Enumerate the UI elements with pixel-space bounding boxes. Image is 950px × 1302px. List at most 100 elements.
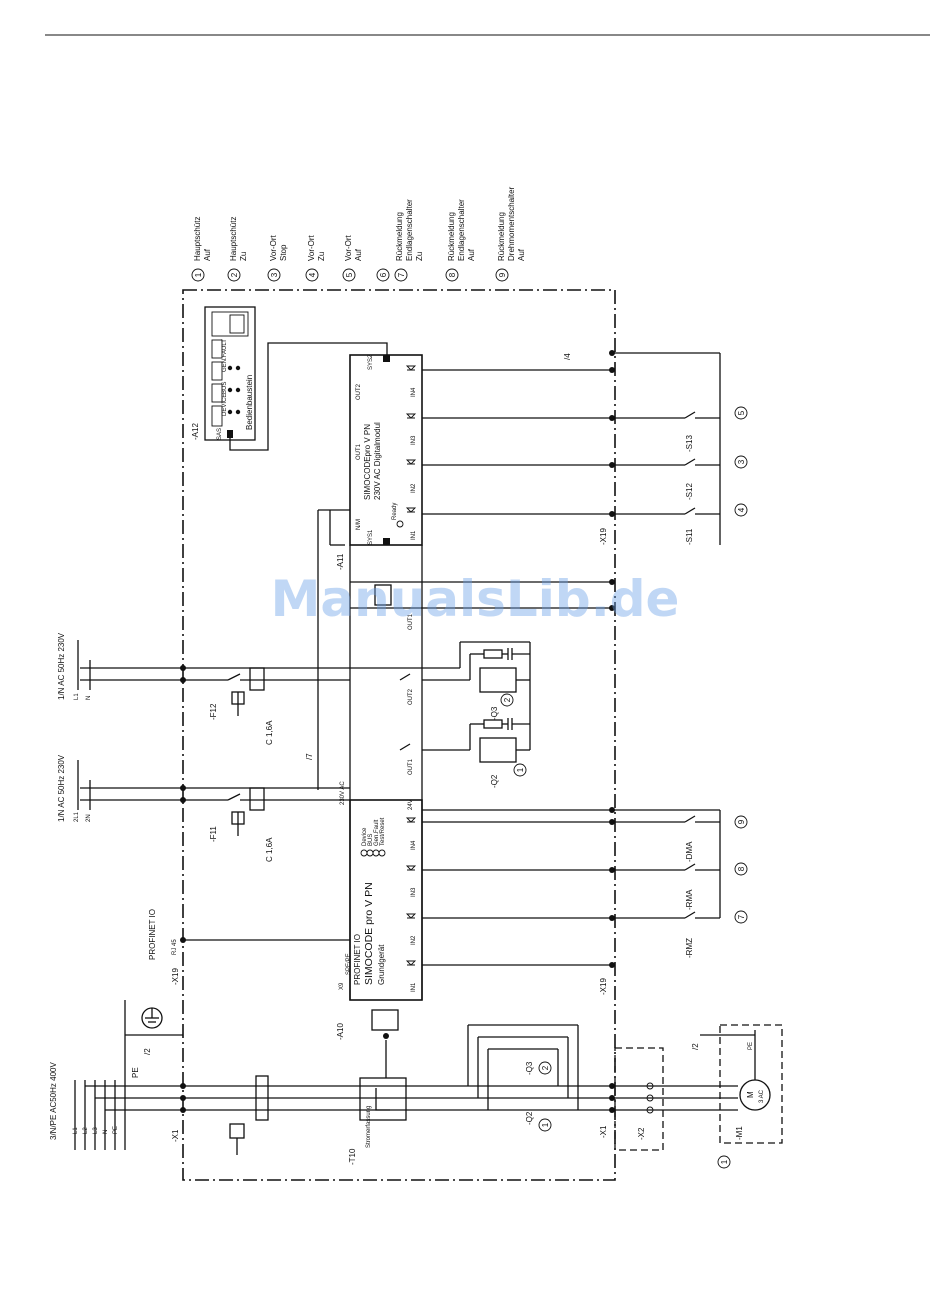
ref-number: 4 xyxy=(737,507,746,512)
ref-circle xyxy=(500,693,514,707)
diode-icon xyxy=(405,459,417,465)
ref-label: /4 xyxy=(563,353,572,360)
led-device xyxy=(360,849,368,857)
terminal xyxy=(609,367,615,373)
digimod-title: SIMOCODEpro V PN xyxy=(363,424,372,500)
terminal xyxy=(609,962,615,968)
sas-label: SAS xyxy=(217,428,223,440)
a10-label: -A10 xyxy=(336,1023,345,1040)
led-device xyxy=(227,365,233,371)
v24-label: 24V xyxy=(408,799,414,810)
terminal xyxy=(609,350,615,356)
switch-contact xyxy=(684,815,696,823)
ready-label: Ready xyxy=(392,503,398,520)
x19-left-label: -X19 xyxy=(171,968,180,985)
cabinet-boundary xyxy=(182,289,616,1181)
x2-terminal-box xyxy=(614,1047,664,1151)
legend-line3: Auf xyxy=(467,248,476,261)
x19-label: -X19 xyxy=(599,528,608,545)
supply-label: 1/N AC 50Hz 230V xyxy=(57,632,66,700)
legend-number: 3 xyxy=(270,272,279,277)
contactor-coils: -Q3 2 -Q2 1 OUT2 OUT1 xyxy=(399,641,531,788)
ref-number: 1 xyxy=(516,767,525,772)
diode-icon xyxy=(405,413,417,419)
base-unit-box xyxy=(349,799,423,1001)
in3-label: IN3 xyxy=(411,435,417,445)
main-contactors: -Q2 -Q3 1 2 xyxy=(467,1024,579,1132)
terminal xyxy=(180,937,186,943)
terminal xyxy=(609,605,615,611)
legend-item: 9 Rückmeldung Drehmomentschalter Auf xyxy=(495,186,526,282)
out1-label: OUT1 xyxy=(408,758,414,775)
legend-item: 2 Hauptschütz Zu xyxy=(227,217,248,282)
q2-main-label: -Q2 xyxy=(525,1111,534,1125)
out2-label: OUT2 xyxy=(408,688,414,705)
switch-contact xyxy=(684,507,696,515)
spe-pe-label: SPE/PE xyxy=(346,953,352,975)
s11-label: -S11 xyxy=(685,528,694,545)
local-switches: -S11 -S12 -S13 5 3 4 xyxy=(612,406,748,545)
terminal xyxy=(180,785,186,791)
diode-icon xyxy=(405,817,417,823)
sys2-label: SYS2 xyxy=(368,354,374,370)
terminal xyxy=(180,1095,186,1101)
ref-number: 8 xyxy=(737,866,746,871)
breaker-box xyxy=(249,787,265,811)
ct-coil xyxy=(375,1088,390,1111)
x1-right-label: -X1 xyxy=(599,1125,608,1138)
out2-label: OUT2 xyxy=(356,383,362,400)
legend-line1: Hauptschütz xyxy=(229,217,238,261)
device-led-label: Device xyxy=(362,827,368,846)
legend-number-circle xyxy=(445,268,459,282)
legend-line1: Vor-Ort xyxy=(269,234,278,261)
legend-line3: Zu xyxy=(415,252,424,261)
l1b-label: 2L1 xyxy=(74,811,80,822)
legend-number: 6 xyxy=(379,272,388,277)
motor-sub-label: 3 AC xyxy=(759,1089,765,1103)
ref-number: 2 xyxy=(541,1065,550,1070)
in4-label: IN4 xyxy=(411,387,417,397)
in1-label: IN1 xyxy=(411,982,417,992)
switch-contact xyxy=(684,411,696,419)
v230-label: 230V AC xyxy=(340,781,346,805)
a11-label: -A11 xyxy=(336,553,345,570)
sys2-connector xyxy=(383,355,390,362)
terminal xyxy=(646,1094,654,1102)
nb-label: 2N xyxy=(86,814,92,822)
bus-label: BUS xyxy=(222,382,228,394)
led-test-reset xyxy=(378,849,386,857)
in2-label: IN2 xyxy=(411,483,417,493)
in3-label: IN3 xyxy=(411,887,417,897)
watermark: ManualsLib.de xyxy=(271,570,680,628)
pe-motor-label: PE xyxy=(748,1042,754,1050)
terminal xyxy=(180,797,186,803)
out1-label: OUT1 xyxy=(356,443,362,460)
base-unit-subtitle: Grundgerät xyxy=(377,944,386,985)
s13-label: -S13 xyxy=(685,435,694,452)
genfault-led-label: Gen.Fault xyxy=(374,819,380,846)
ref-label: /2 xyxy=(691,1043,700,1050)
led-indicator xyxy=(235,365,241,371)
legend-line1: Rückmeldung xyxy=(497,212,506,261)
device-label: DEVICE xyxy=(222,394,228,416)
ref-number: 3 xyxy=(737,459,746,464)
ref-label: /2 xyxy=(143,1048,152,1055)
legend-line1: Rückmeldung xyxy=(395,212,404,261)
legend-number-circle xyxy=(191,268,205,282)
legend-number-circle xyxy=(495,268,509,282)
relay-contact xyxy=(399,673,411,681)
ref-number: 2 xyxy=(503,697,512,702)
digimod-input-wiring: /4 -X19 xyxy=(422,350,721,545)
motor-box xyxy=(719,1024,783,1144)
legend-line3: Auf xyxy=(517,248,526,261)
diode-icon xyxy=(405,507,417,513)
x2-label: -X2 xyxy=(637,1127,646,1140)
current-input-block xyxy=(371,1009,399,1031)
q3-label: -Q3 xyxy=(490,706,499,720)
bus-led-label: BUS xyxy=(368,834,374,846)
legend-number: 2 xyxy=(230,272,239,277)
f11-label: -F11 xyxy=(209,826,218,842)
panel-button xyxy=(211,383,223,403)
legend-item: 8 Rückmeldung Endlagenschalter Auf xyxy=(445,199,476,282)
led-indicator xyxy=(235,409,241,415)
